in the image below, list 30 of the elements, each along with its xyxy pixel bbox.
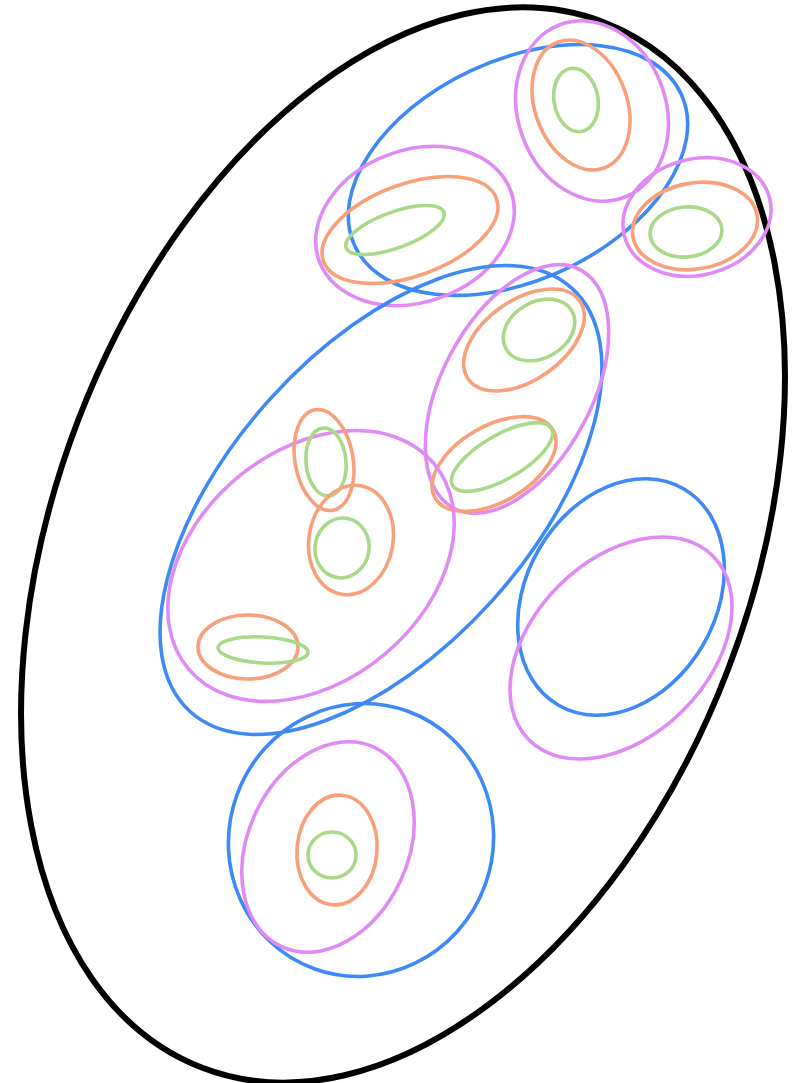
ellipse-outline	[449, 420, 555, 494]
ellipse-outline	[501, 297, 577, 363]
ellipse-outline	[306, 483, 396, 597]
ellipse-outline	[166, 428, 456, 704]
ellipse-outline	[216, 635, 310, 665]
ellipse-outline	[196, 613, 300, 681]
ellipse-outline	[530, 38, 632, 172]
ellipse-outline	[551, 66, 601, 134]
ellipse-outline	[226, 702, 496, 978]
ellipse-outline	[320, 174, 500, 286]
ellipse-outline	[430, 414, 558, 514]
ellipse-outline	[304, 426, 348, 498]
ellipse-outline	[621, 156, 773, 278]
ellipse-outline	[515, 476, 727, 718]
ellipse-outline	[648, 205, 724, 259]
ellipse-outline	[18, 4, 788, 1083]
ellipse-outline	[313, 144, 517, 308]
ellipse-outline	[295, 793, 379, 907]
ellipse-outline	[346, 42, 690, 298]
ellipse-outline	[343, 203, 447, 257]
ellipse-outline	[158, 263, 604, 736]
ellipse-outline	[306, 830, 358, 880]
ellipse-outline	[313, 516, 371, 580]
ellipse-outline	[630, 180, 760, 272]
ellipse-outline	[461, 287, 587, 393]
ellipse-outline	[292, 407, 356, 513]
ellipse-outline	[240, 740, 416, 954]
ellipse-outline	[508, 535, 734, 761]
ellipse-outline	[423, 262, 611, 516]
ellipse-outline	[513, 19, 671, 203]
